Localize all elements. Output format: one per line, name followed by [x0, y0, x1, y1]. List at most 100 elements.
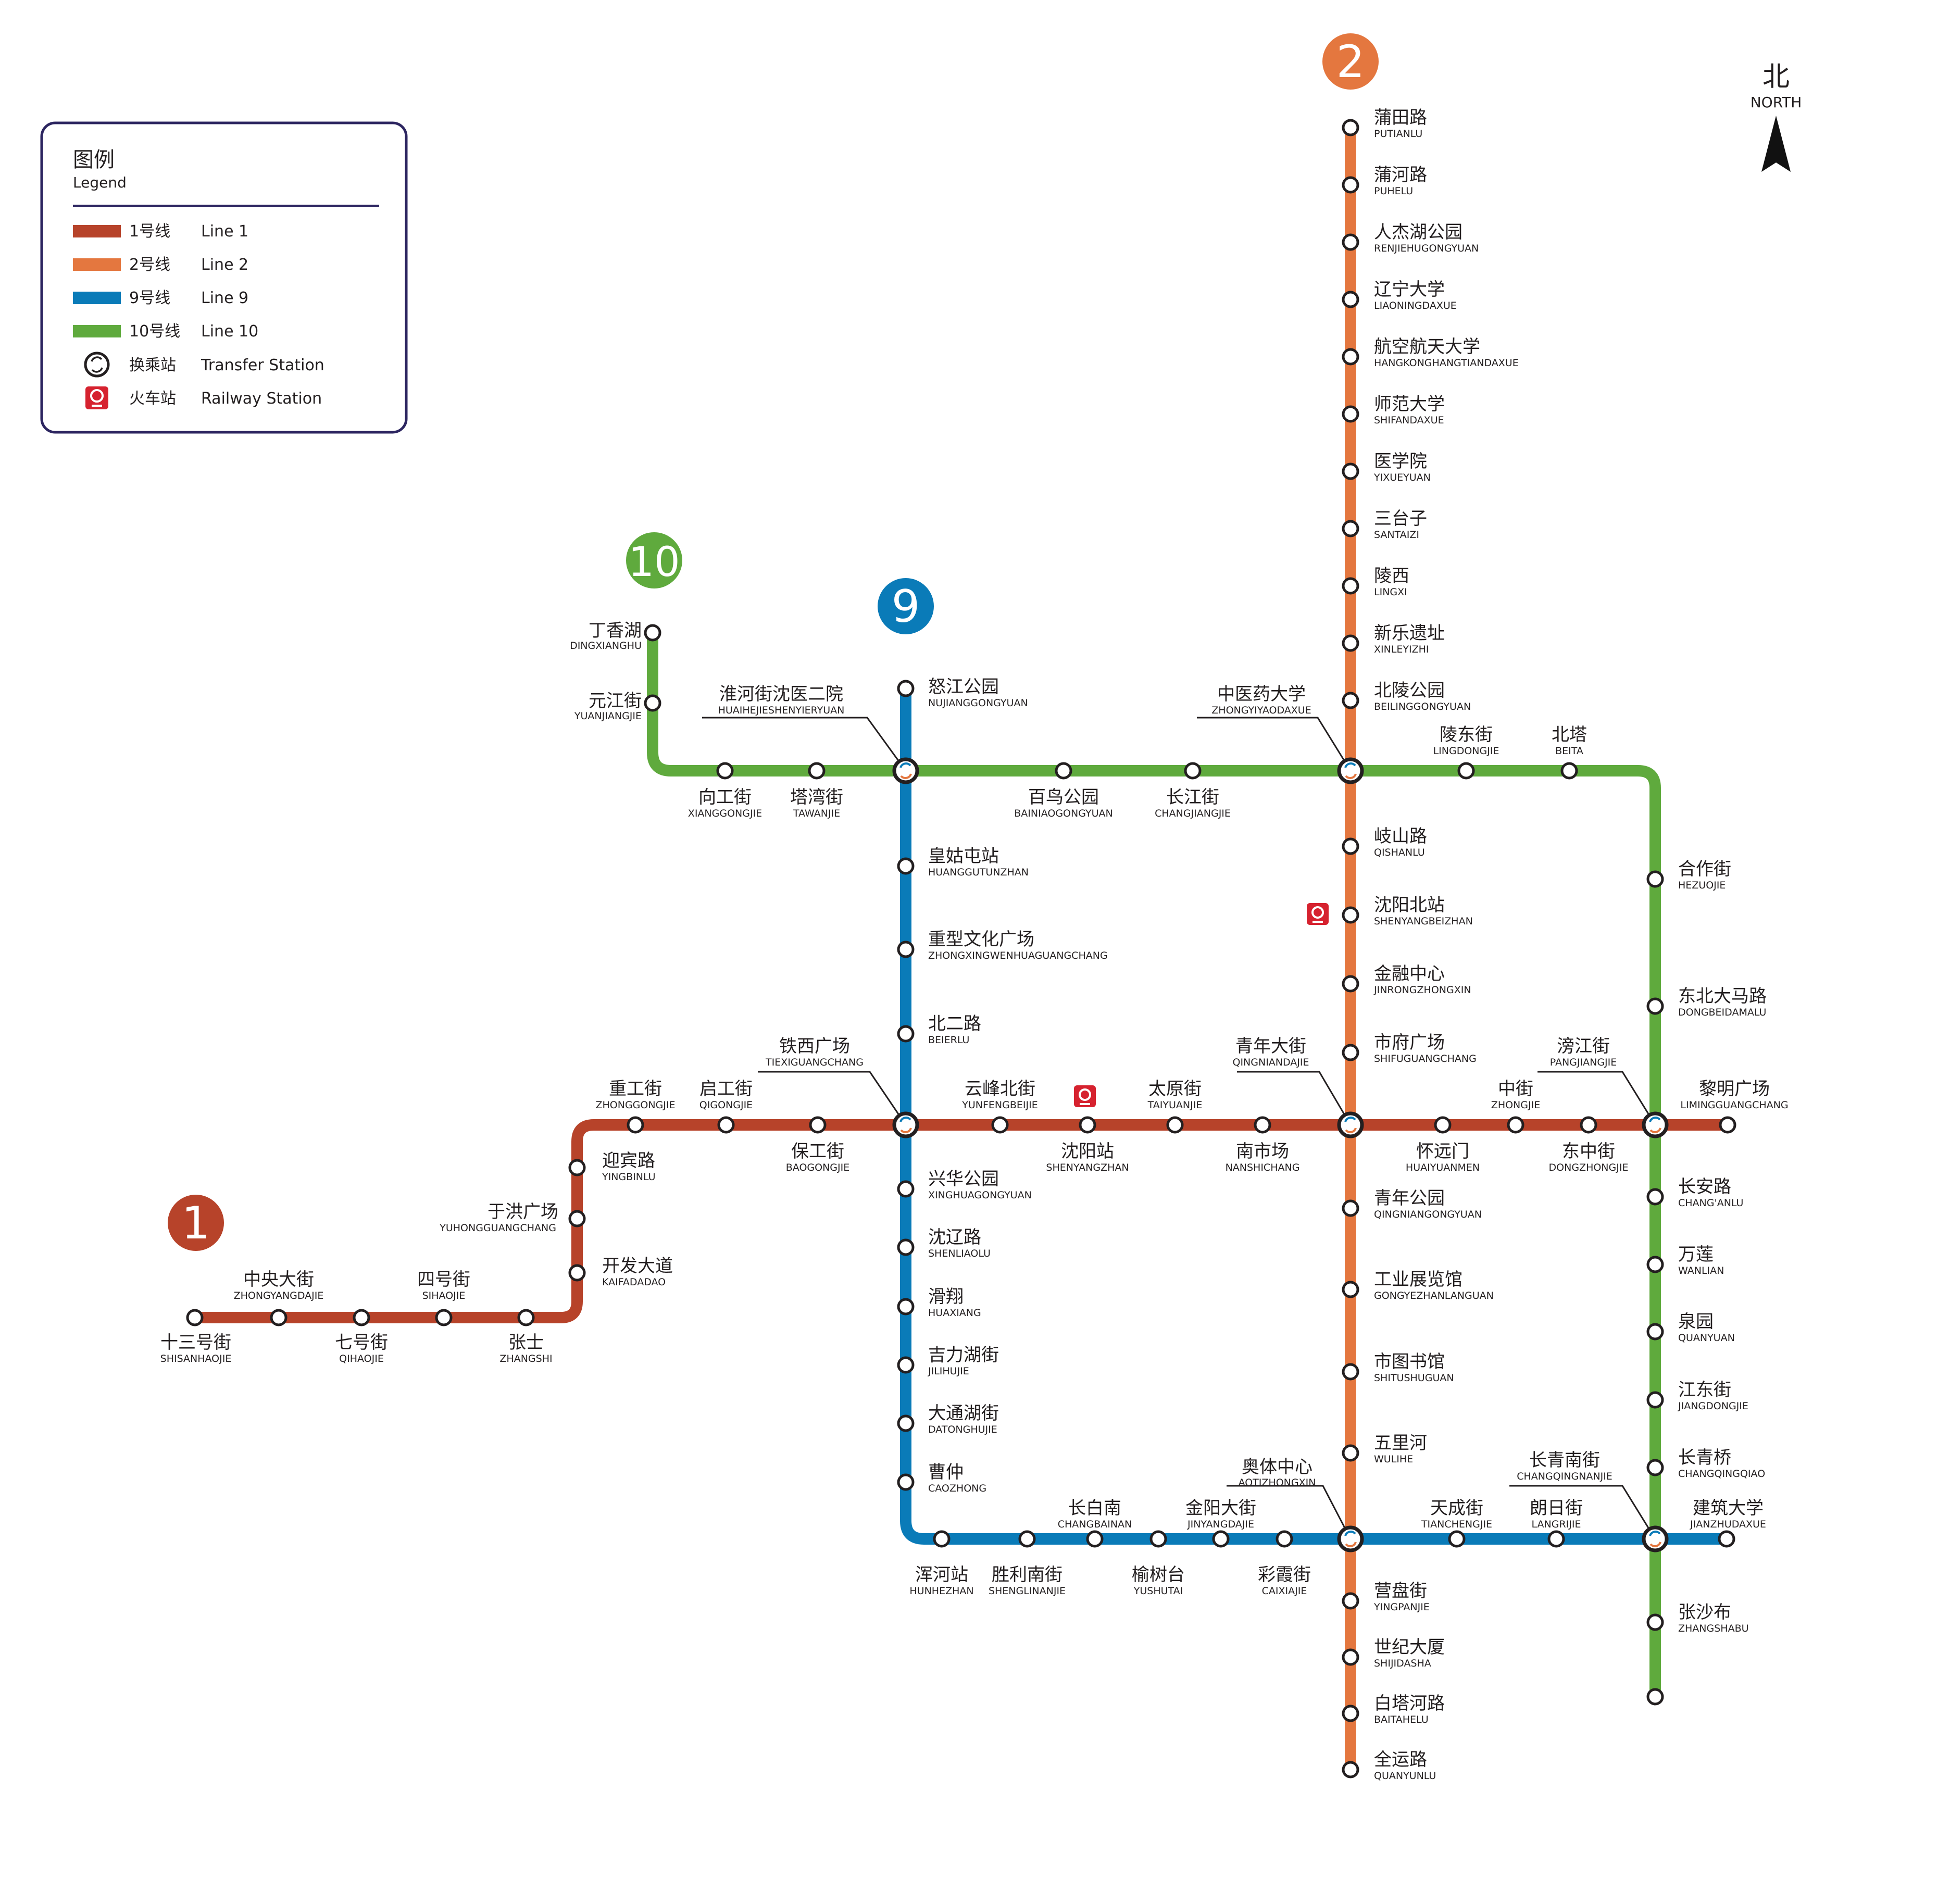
station-label-en: HANGKONGHANGTIANDAXUE	[1374, 357, 1519, 369]
station-label-en: JIANZHUDAXUE	[1690, 1519, 1766, 1530]
station-dot	[1646, 1323, 1664, 1341]
station-label-en: BAOGONGJIE	[786, 1162, 849, 1173]
station-label-en: BEITA	[1555, 745, 1583, 757]
station-label-cn: 启工街	[699, 1079, 753, 1099]
station-dot	[1086, 1530, 1104, 1548]
station-dot	[1507, 1116, 1524, 1134]
station-label-cn: 长江街	[1166, 787, 1219, 808]
station-label-cn: 白塔河路	[1374, 1693, 1445, 1714]
station-dot	[716, 762, 734, 780]
station-label-en: SIHAOJIE	[422, 1290, 466, 1301]
station-dot	[1342, 577, 1359, 595]
station-label-cn: 向工街	[698, 787, 752, 808]
legend-title-cn: 图例	[73, 148, 115, 172]
station-label-cn: 元江街	[589, 691, 642, 711]
station-label-cn: 兴华公园	[928, 1169, 999, 1189]
station-label-en: CHANG'ANLU	[1678, 1197, 1743, 1209]
station-label-en: BEILINGGONGYUAN	[1374, 701, 1471, 712]
line-badges: 1 2 9 10	[168, 33, 1379, 1251]
station-dot	[1342, 634, 1359, 652]
station-dot	[1342, 1363, 1359, 1381]
station-label-cn: 丁香湖	[589, 620, 642, 641]
station-dot	[568, 1264, 586, 1282]
station-label-cn: 大通湖街	[928, 1403, 999, 1424]
station-label-cn: 全运路	[1374, 1749, 1427, 1770]
north-indicator: 北 NORTH	[1751, 61, 1802, 172]
station-label-cn: 皇姑屯站	[928, 846, 999, 867]
station-label-en: YUSHUTAI	[1133, 1585, 1183, 1597]
station-label-en: SHIJIDASHA	[1374, 1658, 1431, 1669]
station-label-cn: 中央大街	[243, 1269, 314, 1290]
station-dot	[1342, 975, 1359, 993]
station-label-cn: 三台子	[1374, 508, 1427, 529]
station-dot	[644, 624, 661, 642]
station-dot	[1342, 692, 1359, 709]
station-label-cn: 北塔	[1552, 724, 1587, 745]
station-label-cn: 岐山路	[1374, 826, 1427, 847]
station-dot	[1342, 1648, 1359, 1666]
station-label-en: YUHONGGUANGCHANG	[439, 1222, 556, 1234]
station-label-cn: 彩霞街	[1258, 1564, 1311, 1585]
station-label-cn: 天成街	[1430, 1498, 1483, 1519]
station-label-cn: 奥体中心	[1242, 1457, 1312, 1477]
station-label-cn: 世纪大厦	[1374, 1637, 1445, 1658]
legend-swatch-line9	[73, 292, 121, 304]
station-label-cn: 万莲	[1678, 1244, 1714, 1265]
station-dot	[991, 1116, 1009, 1134]
station-dot	[1342, 520, 1359, 537]
station-label-cn: 东中街	[1562, 1141, 1615, 1162]
station-dot	[1646, 1391, 1664, 1409]
station-label-cn: 铁西广场	[779, 1036, 850, 1057]
station-dot	[568, 1159, 586, 1176]
station-dots	[186, 119, 1736, 1778]
station-label-cn: 工业展览馆	[1374, 1269, 1462, 1290]
legend-label-en: Line 1	[201, 222, 248, 241]
line9-route	[900, 683, 1732, 1545]
line9-badge-number: 9	[892, 581, 920, 633]
station-dot	[1457, 762, 1475, 780]
legend-label-cn: 换乘站	[129, 356, 176, 374]
station-label-cn: 张士	[508, 1332, 544, 1353]
legend-label-cn: 1号线	[129, 222, 170, 241]
station-label-en: QUANYUNLU	[1374, 1770, 1436, 1782]
station-label-en: GONGYEZHANLANGUAN	[1374, 1290, 1494, 1301]
station-dot	[897, 680, 915, 697]
station-label-en: SHENYANGBEIZHAN	[1374, 916, 1473, 927]
station-label-en: JINRONGZHONGXIN	[1373, 984, 1471, 996]
line9-label-group: 皇姑屯站HUANGGUTUNZHAN重型文化广场ZHONGXINGWENHUAG…	[928, 846, 1108, 1494]
station-label-en: XINGHUAGONGYUAN	[928, 1189, 1032, 1201]
station-label-cn: 金融中心	[1374, 963, 1445, 984]
station-label-cn: 中街	[1498, 1079, 1533, 1099]
station-label-cn: 开发大道	[602, 1256, 673, 1276]
station-label-en: BAINIAOGONGYUAN	[1014, 808, 1112, 819]
legend-label-cn: 9号线	[129, 289, 170, 307]
station-dot	[1184, 762, 1202, 780]
legend-panel: 图例 Legend 1号线 Line 1 2号线 Line 2 9号线 Line…	[40, 121, 408, 434]
station-label-cn: 淮河街沈医二院	[719, 684, 843, 705]
station-label-cn: 北二路	[928, 1013, 981, 1034]
line1-badge: 1	[168, 1195, 224, 1251]
station-label-cn: 泉园	[1678, 1311, 1714, 1332]
station-label-en: PUHELU	[1374, 185, 1413, 197]
station-dot	[717, 1116, 735, 1134]
station-dot	[809, 1116, 827, 1134]
station-label-cn: 怒江公园	[928, 677, 999, 697]
line2-badge: 2	[1322, 33, 1379, 90]
legend-label-en: Line 10	[201, 322, 258, 341]
station-label-cn: 云峰北街	[965, 1079, 1035, 1099]
station-label-en: SHENGLINANJIE	[989, 1585, 1066, 1597]
station-dot	[1342, 1705, 1359, 1722]
station-label-en: ZHANGSHI	[499, 1353, 552, 1364]
station-dot	[897, 1238, 915, 1256]
station-label-en: NANSHICHANG	[1226, 1162, 1300, 1173]
station-label-en: TAIYUANJIE	[1147, 1099, 1203, 1111]
station-label-en: CHANGQINGNANJIE	[1517, 1471, 1613, 1482]
station-label-en: SHIFUGUANGCHANG	[1374, 1053, 1477, 1064]
station-label-en: ZHONGYIYAODAXUE	[1211, 705, 1311, 716]
railway-station-icon	[85, 386, 108, 409]
station-label-cn: 辽宁大学	[1374, 279, 1445, 300]
label-leaders	[702, 717, 1656, 1539]
station-label-cn: 张沙布	[1678, 1602, 1731, 1623]
station-label-en: BAITAHELU	[1374, 1714, 1429, 1725]
legend-label-en: Railway Station	[201, 390, 322, 408]
